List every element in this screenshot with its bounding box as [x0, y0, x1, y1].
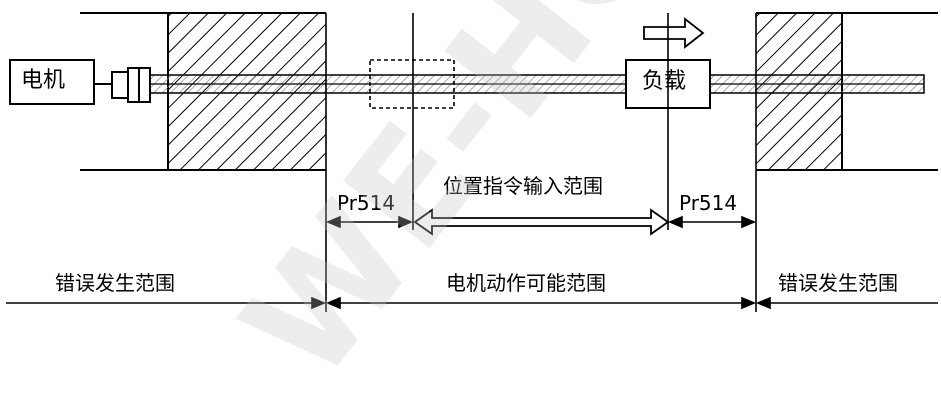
coupling — [94, 67, 151, 103]
pr514-right-label: Pr514 — [679, 191, 738, 215]
position-command-range-label: 位置指令输入范围 — [443, 174, 603, 198]
diagram-svg — [6, 12, 938, 312]
load-label: 负载 — [642, 69, 687, 94]
double-headed-hollow-arrow-icon — [413, 208, 670, 236]
commanded-position-box — [369, 59, 455, 109]
error-range-right-arrow — [755, 296, 938, 310]
error-range-left-label: 错误发生范围 — [55, 271, 175, 295]
motor-operable-range-label: 电机动作可能范围 — [446, 271, 606, 295]
hollow-right-arrow-icon — [643, 17, 705, 49]
motor-label: 电机 — [21, 68, 66, 93]
motor-box — [9, 59, 95, 105]
shaft — [147, 74, 925, 94]
pr514-right-arrow — [667, 215, 757, 229]
diagram: 电机 负载 Pr514 位置指令输入范围 Pr514 错误发生范围 电机动作可能… — [6, 0, 938, 411]
reference-lines — [325, 13, 757, 312]
pr514-left-label: Pr514 — [337, 191, 396, 215]
pr514-left-arrow — [325, 215, 414, 229]
error-range-left-arrow — [6, 296, 327, 310]
motor-operable-range-arrow — [325, 296, 757, 310]
error-range-right-label: 错误发生范围 — [778, 271, 898, 295]
